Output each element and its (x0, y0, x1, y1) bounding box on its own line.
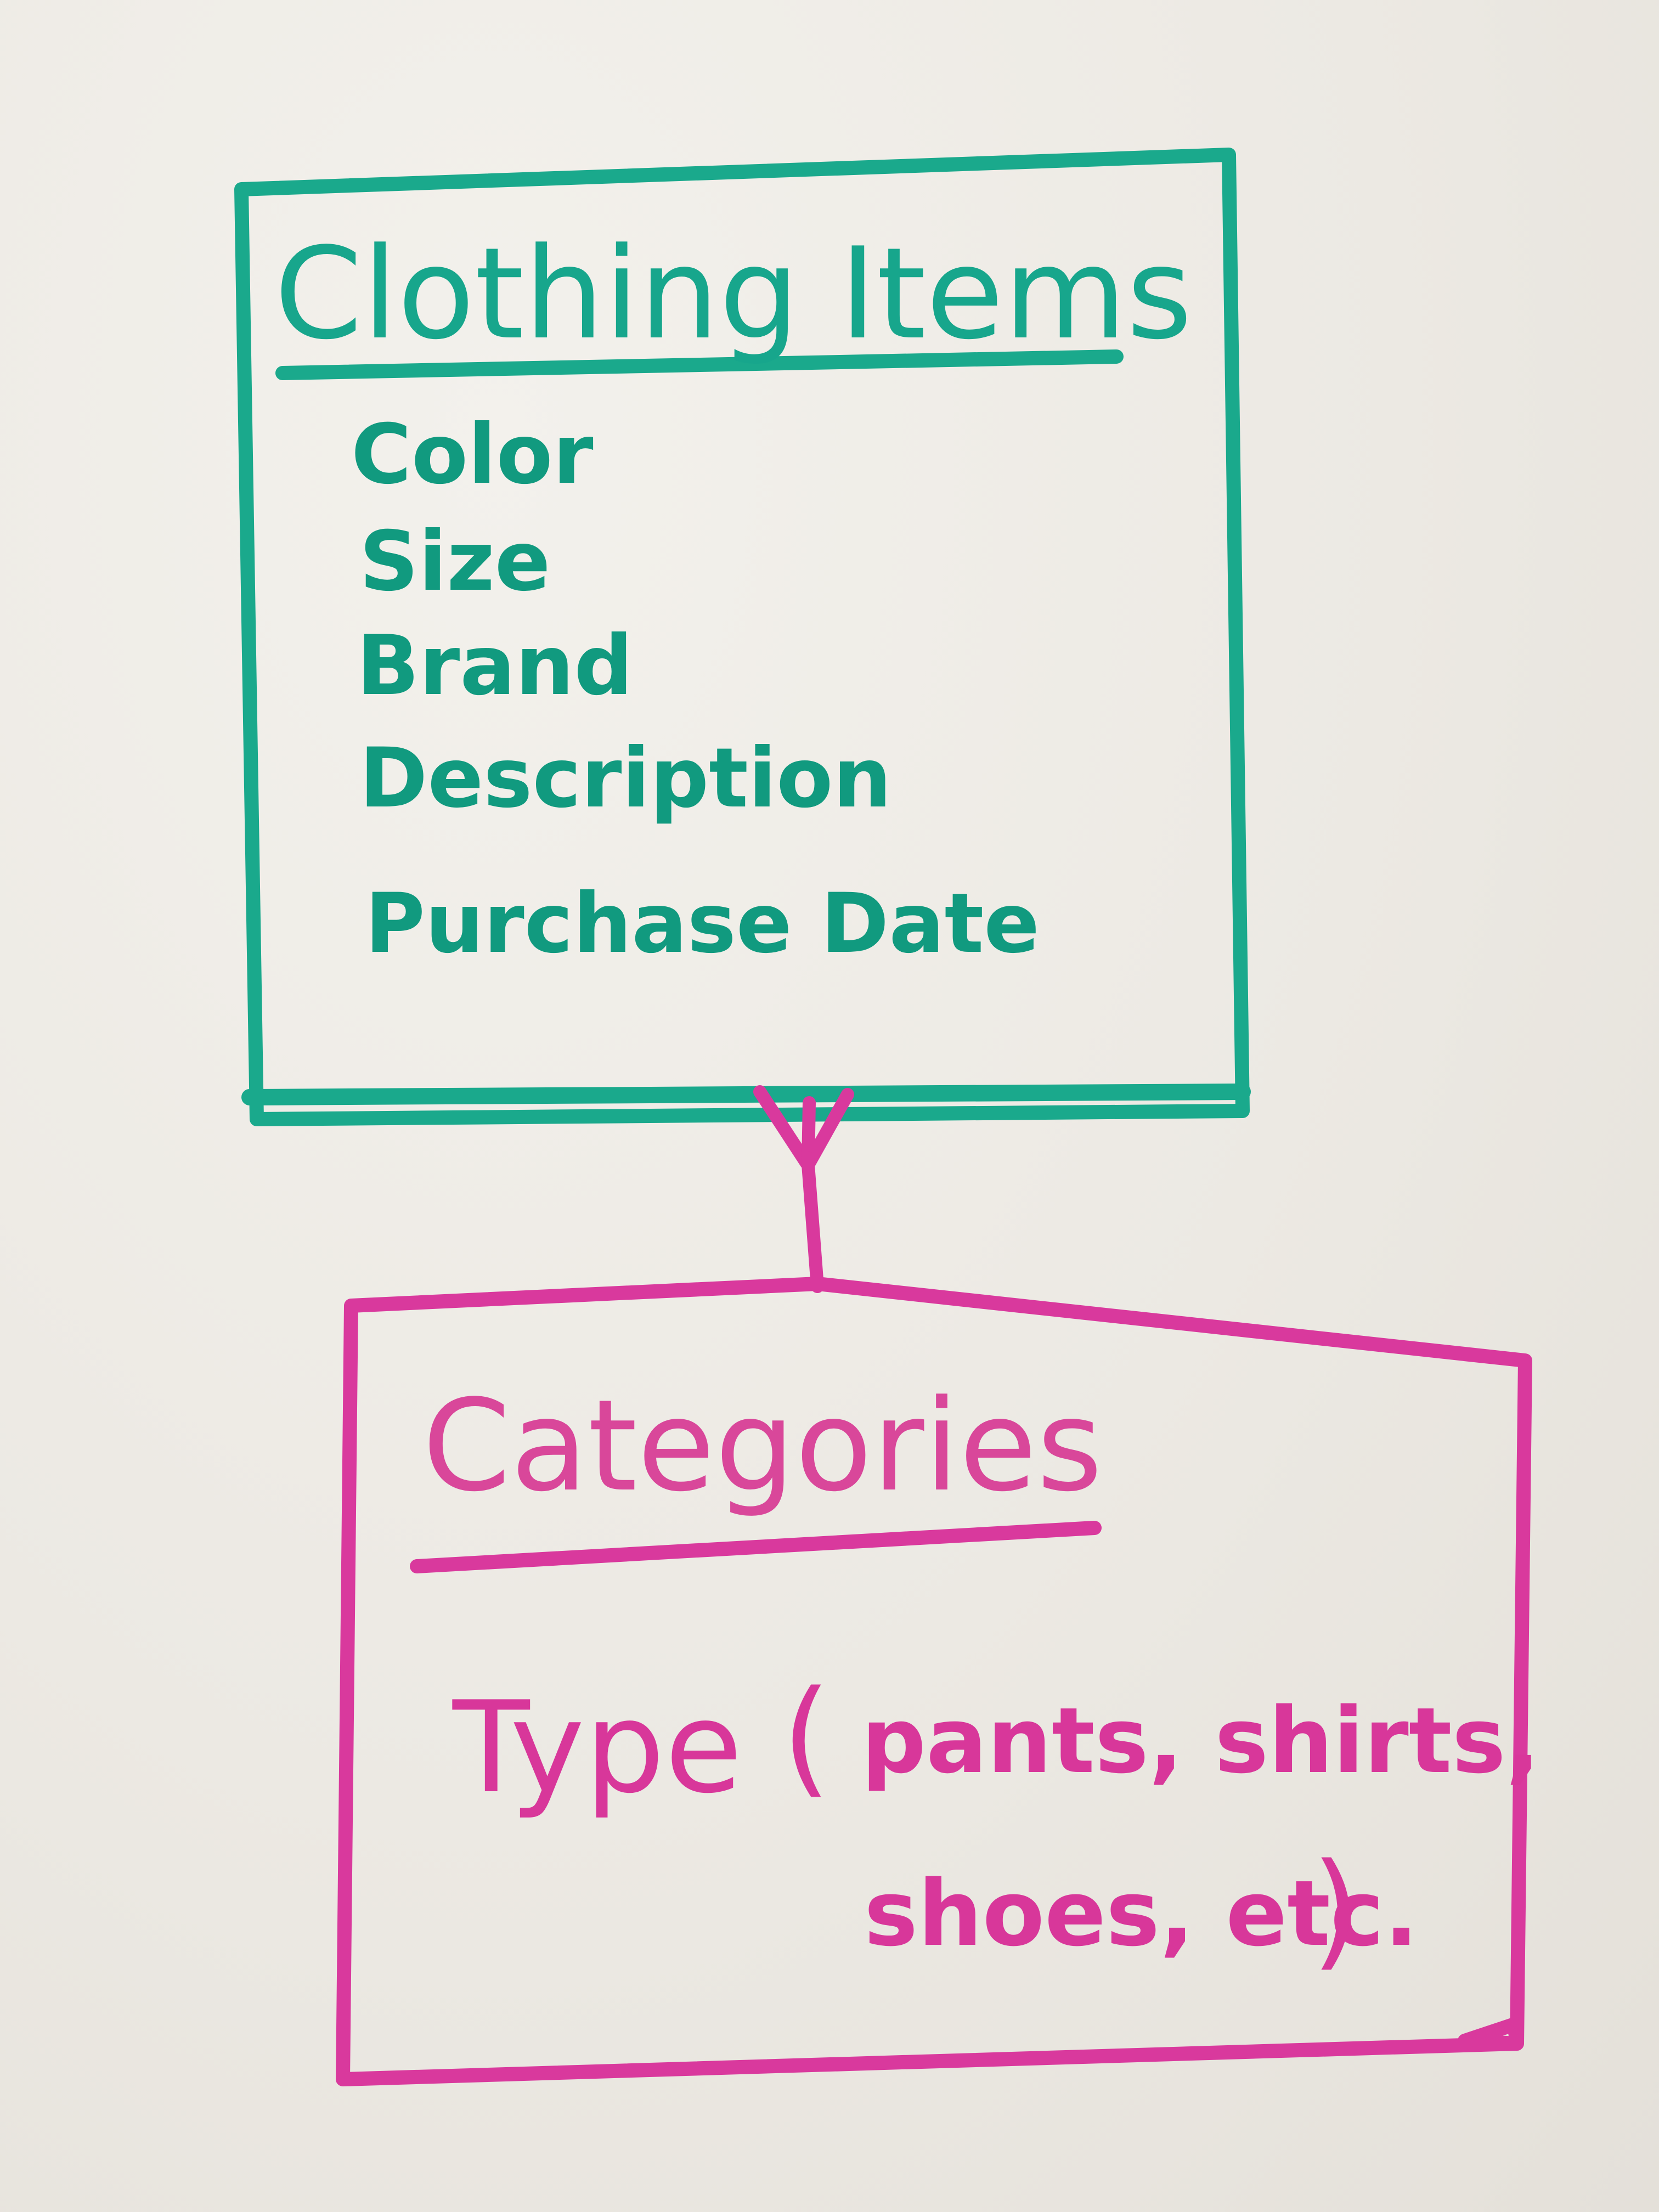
clothing-items-entity (234, 148, 1251, 1126)
type-open-paren: ( (782, 1664, 831, 1810)
categories-title: Categories (422, 1373, 1103, 1520)
attribute-size: Size (359, 514, 551, 610)
type-close-paren: ) (1311, 1837, 1361, 1983)
attribute-purchase-date: Purchase Date (365, 876, 1040, 972)
type-examples-line-2: shoes, etc. (864, 1861, 1419, 1966)
categories-box-outline (336, 1277, 1532, 2086)
attribute-brand: Brand (357, 618, 633, 714)
relationship-connector (753, 1085, 854, 1293)
connector-line (801, 1151, 824, 1293)
type-examples-line-1: pants, shirts, (861, 1688, 1541, 1793)
attribute-description: Description (359, 731, 891, 826)
attribute-type: Type (452, 1675, 742, 1821)
categories-title-underline (410, 1521, 1102, 1573)
crows-foot-left-prong (753, 1085, 813, 1170)
clothing-attribute-list: Color Size Brand Description Purchase Da… (351, 407, 1040, 972)
categories-attribute: Type ( pants, shirts, shoes, etc. ) (452, 1664, 1541, 1983)
clothing-items-title: Clothing Items (274, 221, 1192, 368)
clothing-box-outline (234, 148, 1250, 1126)
clothing-title-underline (275, 349, 1124, 380)
clothing-bottom-edge (241, 1084, 1251, 1105)
categories-entity (336, 1277, 1532, 2086)
crows-foot-right-prong (803, 1088, 854, 1170)
attribute-color: Color (351, 407, 594, 503)
